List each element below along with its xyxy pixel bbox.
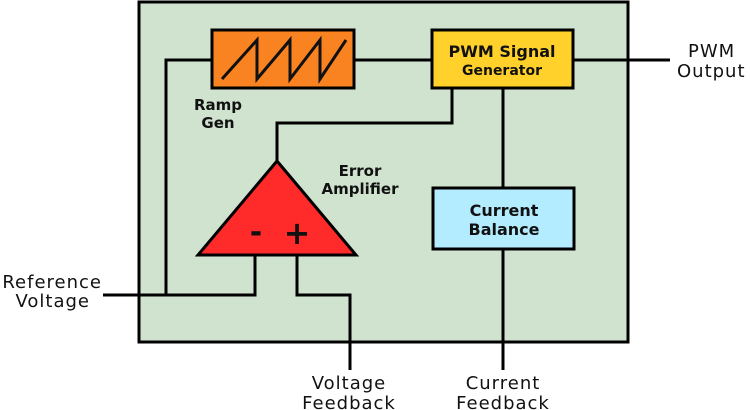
error-amp-label-1: Error xyxy=(339,162,382,180)
error-amplifier-triangle xyxy=(194,158,360,257)
reference-voltage-label-2: Voltage xyxy=(15,291,90,312)
wire-ramp-feedback xyxy=(164,58,212,295)
voltage-feedback-label-2: Feedback xyxy=(302,393,396,410)
ramp-gen-label-1: Ramp xyxy=(194,96,242,114)
voltage-feedback-label-1: Voltage xyxy=(312,373,387,394)
current-balance-box xyxy=(431,186,576,251)
ramp-gen-label-2: Gen xyxy=(201,114,234,132)
wires xyxy=(103,58,670,370)
reference-voltage-label-1: Reference xyxy=(2,272,102,293)
ramp-gen-box xyxy=(210,28,356,90)
current-balance-label-1: Current xyxy=(470,201,539,220)
error-amp-label-2: Amplifier xyxy=(322,180,400,198)
pwm-generator-box xyxy=(430,28,575,90)
pwm-output-label-2: Output xyxy=(677,61,746,82)
sawtooth-icon xyxy=(220,35,348,84)
ramp-gen-block xyxy=(210,28,356,90)
wire-amp-to-pwm xyxy=(275,88,454,161)
error-amp-minus-sign: - xyxy=(250,215,262,250)
current-feedback-label-1: Current xyxy=(466,373,541,394)
pwm-generator-label-2: Generator xyxy=(462,63,542,79)
pwm-output-label-1: PWM xyxy=(688,41,735,62)
wire-reference-voltage xyxy=(103,255,257,297)
current-balance-label-2: Balance xyxy=(469,220,540,239)
error-amp-plus-sign: + xyxy=(284,214,311,252)
wire-voltage-feedback xyxy=(295,255,352,370)
pwm-generator-label-1: PWM Signal xyxy=(449,42,556,61)
current-feedback-label-2: Feedback xyxy=(456,393,550,410)
